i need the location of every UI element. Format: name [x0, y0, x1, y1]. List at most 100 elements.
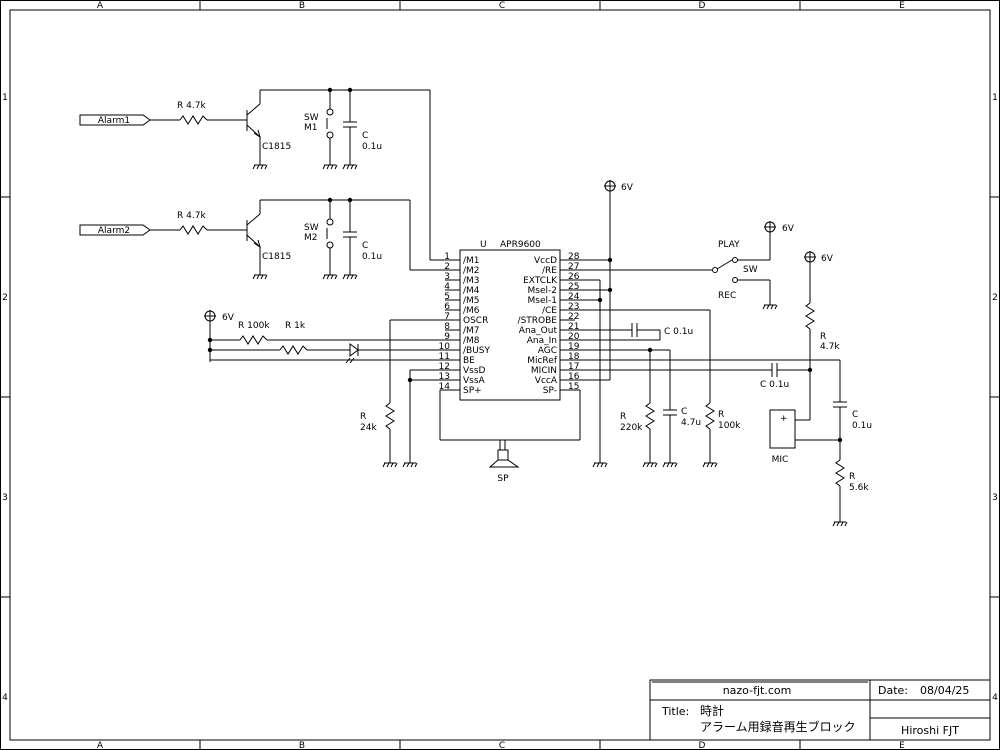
r-mic-label: R [849, 472, 855, 482]
ic-pin-name-left: OSCR [463, 316, 488, 326]
ic-pin-number-left: 5 [444, 292, 450, 302]
alarm2-channel: Alarm2 R 4.7k C1815 SW M2 C 0.1u [79, 199, 460, 280]
ic-pin-name-left: VssA [463, 376, 486, 386]
ic-pin-name-left: /BUSY [463, 346, 491, 356]
cap-c1-label: C [362, 131, 368, 141]
cap-c-ana-label: C 0.1u [664, 327, 693, 337]
row-label-left: 3 [2, 493, 8, 503]
col-label-bottom: E [899, 741, 905, 750]
ic-pin-number-right: 27 [568, 262, 579, 272]
ic-pin-name-left: VssD [463, 366, 486, 376]
ic-pin-number-left: 13 [439, 372, 450, 382]
ic-pin-number-right: 23 [568, 302, 579, 312]
ic-ref: U [480, 240, 487, 250]
ic-pin-number-left: 1 [444, 252, 450, 262]
svg-text:M1: M1 [304, 123, 318, 133]
ic-pin-name-right: VccA [535, 376, 558, 386]
col-label-bottom: D [699, 741, 706, 750]
ic-pin-name-left: BE [463, 356, 475, 366]
ic-pin-name-left: /M3 [463, 276, 480, 286]
row-label-left: 2 [2, 293, 8, 303]
ic-pin-name-right: MICIN [531, 366, 557, 376]
title-site: nazo-fjt.com [723, 684, 792, 697]
col-label-top: E [899, 1, 905, 11]
supply-6v-mic: 6V [821, 254, 834, 264]
frame-row-labels: 1 2 3 4 1 2 3 4 [2, 93, 998, 703]
svg-text:M2: M2 [304, 233, 318, 243]
row-label-right: 3 [992, 493, 998, 503]
cap-c-ref-label: C [852, 410, 858, 420]
ic-pin-number-left: 7 [444, 312, 450, 322]
cap-c-mic-label: C 0.1u [760, 380, 789, 390]
col-label-top: B [299, 1, 305, 11]
ic-pin-number-left: 9 [444, 332, 450, 342]
resistor-r-busy [239, 335, 268, 345]
ic-pin-name-right: /CE [542, 306, 557, 316]
ic-pin-number-left: 3 [444, 272, 450, 282]
svg-text:100k: 100k [718, 421, 741, 431]
resistor-r-alarm2 [179, 225, 208, 235]
resistor-r-osc [385, 402, 395, 430]
ic-pin-name-left: SP+ [463, 386, 482, 396]
ic-pin-name-left: /M5 [463, 296, 480, 306]
switch-m1 [326, 108, 334, 116]
alarm2-port [79, 224, 151, 236]
r-led-label: R 1k [285, 321, 306, 331]
ic-pin-name-right: SP- [543, 386, 557, 396]
ic-pin-number-right: 16 [568, 372, 580, 382]
title-date: 08/04/25 [920, 684, 969, 697]
ic-pin-name-right: MicRef [527, 356, 558, 366]
resistor-r-agc [645, 402, 655, 430]
col-label-bottom: A [97, 741, 104, 750]
ic-pin-number-left: 4 [444, 282, 450, 292]
ic-pin-name-left: /M1 [463, 256, 480, 266]
ic-pin-name-right: Ana_In [527, 336, 557, 346]
transistor-q2-label: C1815 [262, 252, 291, 262]
ic-pin-name-right: Msel-2 [528, 286, 557, 296]
ic-pin-name-right: AGC [538, 346, 557, 356]
switch-ref-label: SW [743, 265, 758, 275]
ic-pin-number-left: 10 [439, 342, 451, 352]
row-label-right: 2 [992, 293, 998, 303]
r-busy-label: R 100k [238, 321, 270, 331]
ic-pin-number-left: 11 [439, 352, 450, 362]
svg-text:4.7u: 4.7u [681, 418, 701, 428]
transistor-q1-label: C1815 [262, 142, 291, 152]
switch-m2 [326, 218, 334, 226]
junction-dots-alarm [327, 87, 353, 203]
ic-part: APR9600 [500, 240, 541, 250]
cap-c2-label: C [362, 241, 368, 251]
r-bias-label: R [820, 332, 826, 342]
r-osc-label: R [360, 412, 366, 422]
svg-text:5.6k: 5.6k [849, 483, 869, 493]
ic-pin-number-left: 14 [439, 382, 451, 392]
row-label-right: 4 [992, 693, 998, 703]
ic-pin-number-right: 21 [568, 322, 579, 332]
svg-text:4.7k: 4.7k [820, 342, 840, 352]
ic-pin-name-left: /M8 [463, 336, 480, 346]
ic-pin-number-right: 24 [568, 292, 580, 302]
switch-m1-label: SW [304, 113, 319, 123]
switch-play-rec: 6V PLAY SW REC [705, 220, 795, 310]
r-ce-label: R [718, 410, 724, 420]
ic-pin-number-left: 8 [444, 322, 450, 332]
col-label-bottom: C [499, 741, 505, 750]
ic-pin-name-right: Ana_Out [519, 326, 558, 336]
resistor-r-mic [835, 459, 845, 487]
col-label-top: D [699, 1, 706, 11]
ic-pin-number-right: 28 [568, 252, 580, 262]
row-label-left: 1 [2, 93, 8, 103]
resistor-r-bias [805, 302, 815, 330]
resistor-r-alarm1 [179, 115, 208, 125]
ic-pin-name-left: /M6 [463, 306, 480, 316]
supply-6v-left: 6V [222, 313, 235, 323]
alarm1-channel: Alarm1 R 4.7k C1815 SW M1 C 0.1u [79, 89, 460, 261]
r-alarm2-label: R 4.7k [177, 211, 206, 221]
left-support-circuit: 6V R 100k R 1k R 24k [203, 309, 581, 468]
led-busy [349, 343, 359, 357]
title-line1: 時計 [700, 703, 724, 718]
ic-pin-number-right: 18 [568, 352, 580, 362]
